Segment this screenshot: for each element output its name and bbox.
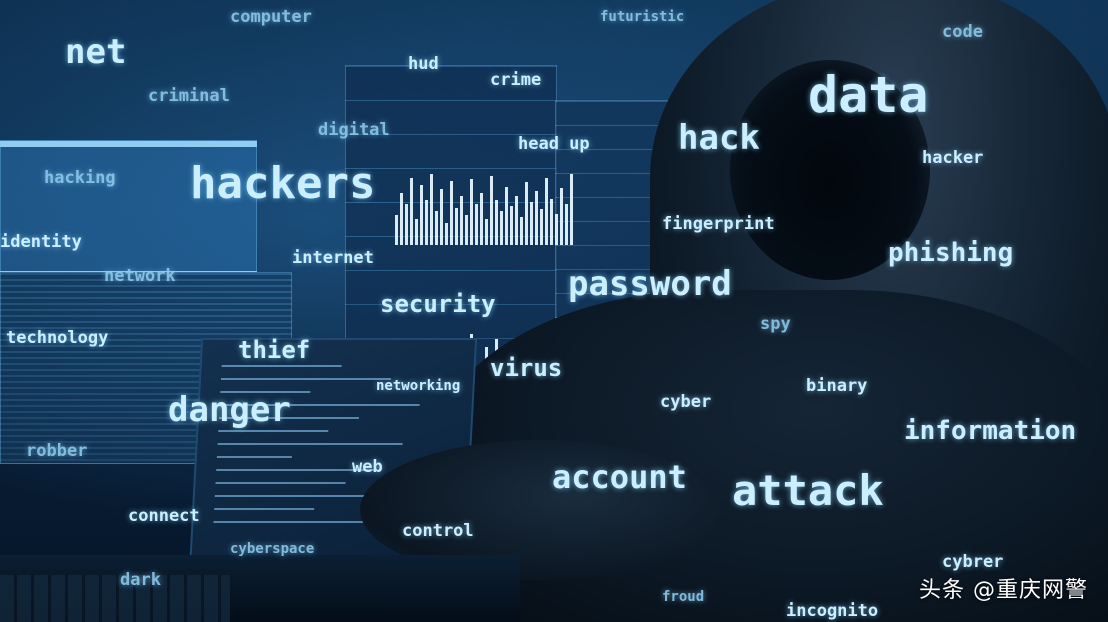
monitor-left-top bbox=[0, 140, 257, 272]
word-binary: binary bbox=[806, 376, 868, 396]
word-head-up: head up bbox=[518, 134, 590, 154]
word-password: password bbox=[568, 264, 732, 304]
word-cyberspace: cyberspace bbox=[230, 541, 315, 557]
word-spy: spy bbox=[760, 314, 791, 334]
bar-graph-top bbox=[395, 170, 573, 245]
word-cybrer: cybrer bbox=[942, 552, 1004, 572]
word-control: control bbox=[402, 521, 474, 541]
word-net: net bbox=[65, 32, 127, 72]
word-dark: dark bbox=[120, 570, 161, 590]
word-virus: virus bbox=[490, 354, 563, 382]
word-criminal: criminal bbox=[148, 86, 230, 106]
word-fingerprint: fingerprint bbox=[662, 214, 775, 234]
word-internet: internet bbox=[292, 248, 374, 268]
word-hacker: hacker bbox=[922, 148, 984, 168]
word-networking: networking bbox=[376, 378, 461, 394]
word-cyber: cyber bbox=[660, 392, 712, 412]
word-crime: crime bbox=[490, 70, 542, 90]
source-watermark: 头条 @重庆网警 bbox=[919, 578, 1088, 603]
word-security: security bbox=[380, 290, 496, 318]
word-account: account bbox=[552, 458, 687, 496]
word-attack: attack bbox=[732, 466, 884, 515]
word-data: data bbox=[808, 66, 929, 124]
hooded-face-shadow bbox=[730, 60, 930, 280]
word-thief: thief bbox=[238, 336, 311, 364]
word-information: information bbox=[904, 416, 1077, 446]
word-froud: froud bbox=[662, 589, 705, 605]
word-hud: hud bbox=[408, 54, 439, 74]
word-robber: robber bbox=[26, 441, 88, 461]
word-hack: hack bbox=[678, 118, 760, 158]
word-futuristic: futuristic bbox=[600, 9, 685, 25]
keyboard bbox=[0, 575, 230, 622]
word-hackers: hackers bbox=[190, 158, 376, 209]
word-identity: identity bbox=[0, 232, 82, 252]
word-computer: computer bbox=[230, 7, 312, 27]
word-danger: danger bbox=[168, 390, 291, 430]
word-incognito: incognito bbox=[786, 601, 879, 621]
word-web: web bbox=[352, 457, 383, 477]
word-phishing: phishing bbox=[888, 238, 1014, 268]
word-connect: connect bbox=[128, 506, 200, 526]
word-hacking: hacking bbox=[44, 168, 116, 188]
word-digital: digital bbox=[318, 120, 390, 140]
word-technology: technology bbox=[6, 328, 109, 348]
word-network: network bbox=[104, 266, 176, 286]
word-code: code bbox=[942, 22, 983, 42]
